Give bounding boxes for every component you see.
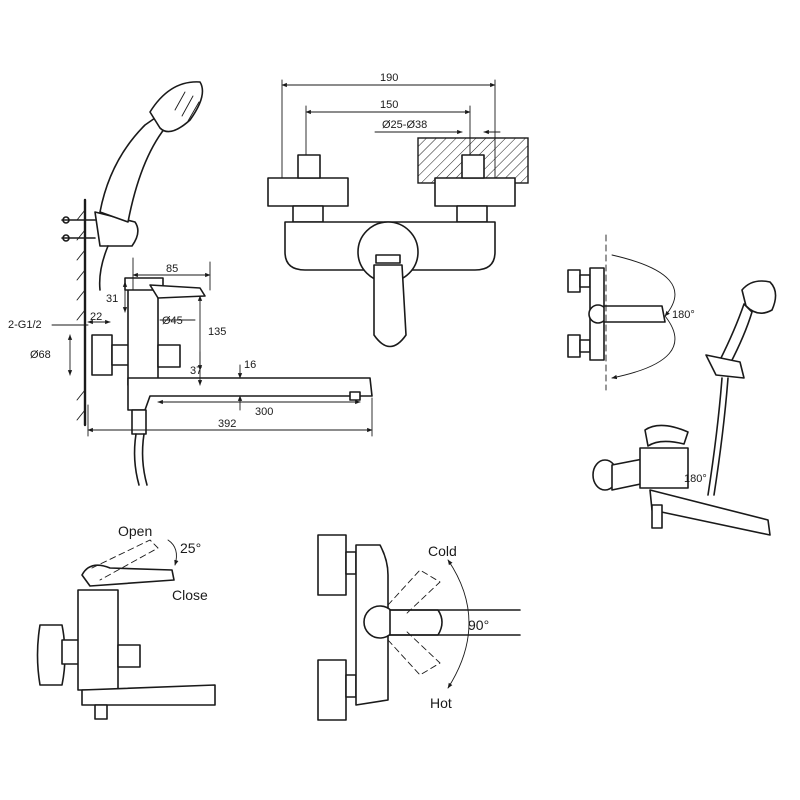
dim-16: 16: [244, 359, 256, 371]
tv-arc: [447, 559, 470, 689]
persp-angle: 180°: [684, 473, 707, 485]
tv-flange-bottom: [317, 659, 347, 721]
lv-lever-open: [91, 539, 159, 581]
right-eccentric-flange: [434, 177, 516, 207]
dim-300: 300: [255, 406, 273, 418]
lv-angle: 25°: [180, 540, 201, 556]
handshower-head: [149, 81, 204, 133]
handshower-handle: [99, 117, 166, 223]
persp-handshower-head: [741, 280, 777, 314]
dim-22: 22: [90, 311, 102, 323]
rot-angle: 180°: [672, 309, 695, 321]
rot-nut-bottom: [579, 339, 591, 353]
rot-arc-top: [611, 254, 676, 317]
dim-190: 190: [380, 72, 398, 84]
mixer-body: [127, 284, 159, 386]
persp-holder: [705, 354, 745, 379]
lv-flange: [36, 624, 66, 686]
persp-handshower-handle: [719, 303, 753, 365]
hose-bottom-2: [141, 433, 148, 486]
mount-screws: [61, 216, 96, 242]
temp-view: Cold 90° Hot: [317, 534, 521, 721]
side-dimension-lines: [51, 257, 373, 437]
tv-lever: [389, 609, 443, 636]
dim-150: 150: [380, 99, 398, 111]
lever-front: [373, 264, 407, 348]
lv-diverter: [117, 644, 141, 668]
aerator: [349, 391, 361, 401]
persp-hose-end: [651, 504, 663, 529]
front-view: 190 150 Ø25-Ø38: [267, 72, 529, 348]
lv-hose-end: [94, 704, 108, 720]
tv-flange-top: [317, 534, 347, 596]
persp-hose: [707, 377, 723, 496]
lv-lever-closed: [81, 564, 175, 587]
rot-nut-top: [579, 274, 591, 288]
dim-85: 85: [166, 263, 178, 275]
hose-top: [98, 245, 109, 291]
rot-left-flange-bottom: [567, 334, 581, 358]
left-union: [292, 205, 324, 223]
lv-open-label: Open: [118, 523, 152, 539]
tv-nut-bottom: [345, 674, 357, 698]
left-eccentric-flange: [267, 177, 349, 207]
tv-lever-cold: [387, 569, 441, 616]
tv-cold-label: Cold: [428, 543, 457, 559]
rot-arc-bottom: [611, 315, 676, 380]
dim-bore: Ø25-Ø38: [382, 119, 427, 131]
lv-spout: [81, 684, 216, 706]
handshower-nozzles: [174, 91, 200, 122]
tv-angle: 90°: [468, 617, 489, 633]
tv-lever-hot: [387, 629, 441, 676]
right-inlet-nut: [461, 154, 485, 179]
dim-dia45: Ø45: [162, 315, 183, 327]
lever-view: Open Close 25°: [36, 523, 216, 720]
diverter-knob: [157, 344, 181, 368]
lv-close-label: Close: [172, 587, 208, 603]
persp-hose-2: [713, 377, 729, 496]
brand-plate: [375, 254, 401, 264]
lv-arc: [167, 539, 179, 566]
dim-thread: 2-G1/2: [8, 319, 42, 331]
side-view: 85 31 22 2-G1/2 Ø45 135 Ø68 37 16 300 39…: [8, 81, 373, 486]
tv-nut-top: [345, 551, 357, 575]
tv-hot-label: Hot: [430, 695, 452, 711]
persp-body: [639, 447, 689, 489]
wall-flange: [91, 334, 113, 376]
rotation-view: 180°: [567, 234, 695, 391]
dim-37: 37: [190, 365, 202, 377]
wall-hatch: [76, 209, 86, 421]
perspective-view: 180°: [592, 280, 777, 536]
rot-left-flange-top: [567, 269, 581, 293]
dim-31: 31: [106, 293, 118, 305]
lv-body: [77, 589, 119, 691]
front-dimension-lines: [281, 79, 501, 179]
hose-bottom: [133, 433, 140, 486]
persp-lever: [644, 424, 689, 447]
dim-392: 392: [218, 418, 236, 430]
spout: [127, 377, 373, 411]
dim-dia68: Ø68: [30, 349, 51, 361]
rot-spout: [603, 305, 666, 323]
left-inlet-nut: [297, 154, 321, 179]
right-union: [456, 205, 488, 223]
persp-spout: [649, 489, 771, 536]
dim-135: 135: [208, 326, 226, 338]
lever-handle: [149, 284, 206, 299]
